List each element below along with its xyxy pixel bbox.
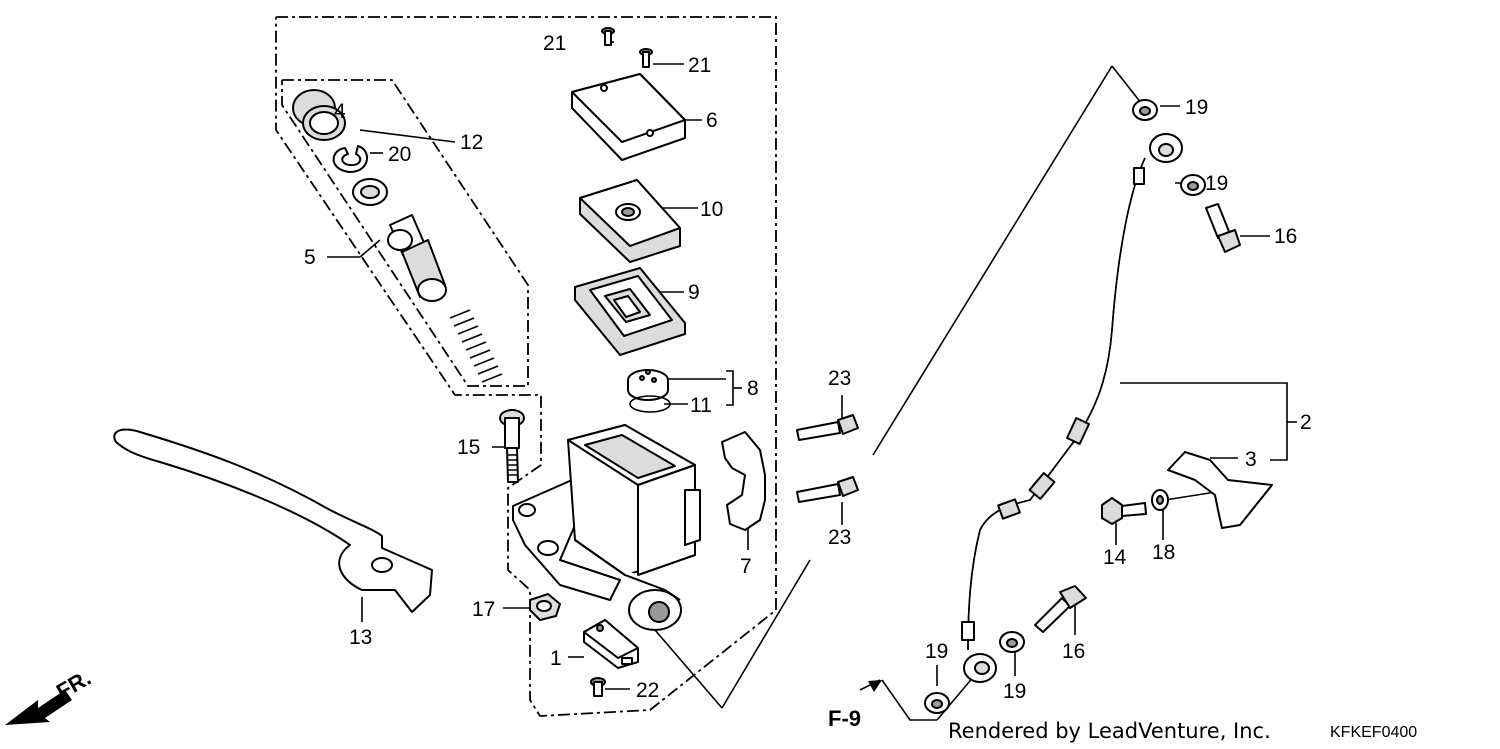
- sealing-washer-d-part: [924, 692, 950, 714]
- pivot-bolt-part: [499, 409, 525, 483]
- dust-boot-part: [292, 89, 346, 141]
- reservoir-cap-part: [571, 73, 686, 161]
- switch-screw-part: [590, 677, 606, 697]
- sealing-washer-b-part: [1180, 174, 1206, 196]
- callout-22: 22: [636, 679, 659, 702]
- washer-part: [352, 178, 388, 206]
- clamp-bolt-part: [1101, 497, 1147, 525]
- holder-clamp-part: [721, 431, 766, 531]
- callout-6: 6: [706, 109, 718, 132]
- callout-15: 15: [457, 436, 480, 459]
- hose-lower-banjo-part: [963, 653, 997, 683]
- callout-20: 20: [388, 143, 411, 166]
- holder-bolt-lower-part: [796, 476, 859, 503]
- sealing-washer-a-part: [1132, 99, 1158, 121]
- leader-lines: [323, 41, 1297, 721]
- float-part: [627, 369, 669, 401]
- callout-13: 13: [349, 626, 372, 649]
- callout-17: 17: [472, 598, 495, 621]
- sealing-washer-c-part: [999, 631, 1025, 653]
- callout-19-d: 19: [925, 640, 948, 663]
- hose-clamp-bracket-part: [1167, 451, 1273, 529]
- circlip-part: [332, 145, 368, 173]
- callout-11: 11: [690, 394, 712, 417]
- clamp-washer-part: [1151, 489, 1169, 511]
- callout-23-lower: 23: [828, 526, 851, 549]
- callout-1: 1: [550, 647, 562, 670]
- master-cylinder-body-part: [512, 424, 701, 631]
- callout-7: 7: [740, 555, 752, 578]
- callout-16-lower: 16: [1062, 640, 1085, 663]
- banjo-bolt-upper-part: [1205, 203, 1241, 253]
- callout-12: 12: [460, 131, 483, 154]
- f9-reference-label: F-9: [828, 706, 861, 731]
- callout-9: 9: [688, 281, 700, 304]
- diagram-code: KFKEF0400: [1330, 724, 1417, 741]
- piston-set-outline: [281, 79, 529, 387]
- callout-16-upper: 16: [1274, 225, 1297, 248]
- callout-3: 3: [1245, 448, 1257, 471]
- callout-10: 10: [700, 198, 723, 221]
- master-cylinder-assembly-outline: [275, 16, 777, 717]
- spring-part: [449, 309, 503, 383]
- brake-switch-part: [583, 619, 639, 669]
- callout-19-c: 19: [1003, 680, 1026, 703]
- hose-upper-banjo-part: [1149, 133, 1183, 163]
- callout-2: 2: [1300, 411, 1312, 434]
- o-ring-part: [629, 395, 671, 413]
- front-direction-arrow: [5, 690, 72, 725]
- diaphragm-plate-part: [579, 179, 681, 263]
- f9-reference-arrow: [859, 679, 882, 692]
- brake-lever-pivot-hole: [371, 557, 393, 573]
- brake-lever-part: [113, 428, 433, 613]
- piston-part: [387, 214, 447, 302]
- callout-19-a: 19: [1185, 96, 1208, 119]
- callout-19-b: 19: [1205, 172, 1228, 195]
- callout-21-a: 21: [543, 32, 566, 55]
- callout-18: 18: [1152, 541, 1175, 564]
- holder-bolt-upper-part: [796, 414, 859, 441]
- callout-8: 8: [747, 377, 759, 400]
- screw-21-second-part: [639, 48, 653, 68]
- callout-23-upper: 23: [828, 367, 851, 390]
- hose-collar-parts: [961, 167, 1145, 641]
- callout-21-b: 21: [688, 54, 711, 77]
- banjo-bolt-lower-part: [1034, 585, 1087, 633]
- callout-5: 5: [304, 246, 316, 269]
- callout-14: 14: [1103, 546, 1127, 569]
- diaphragm-part: [574, 267, 686, 356]
- credit-text: Rendered by LeadVenture, Inc.: [948, 719, 1271, 743]
- screw-21-top-part: [601, 27, 615, 46]
- callout-4: 4: [334, 100, 346, 123]
- pivot-nut-part: [529, 593, 561, 621]
- brake-hose-part: [967, 157, 1146, 651]
